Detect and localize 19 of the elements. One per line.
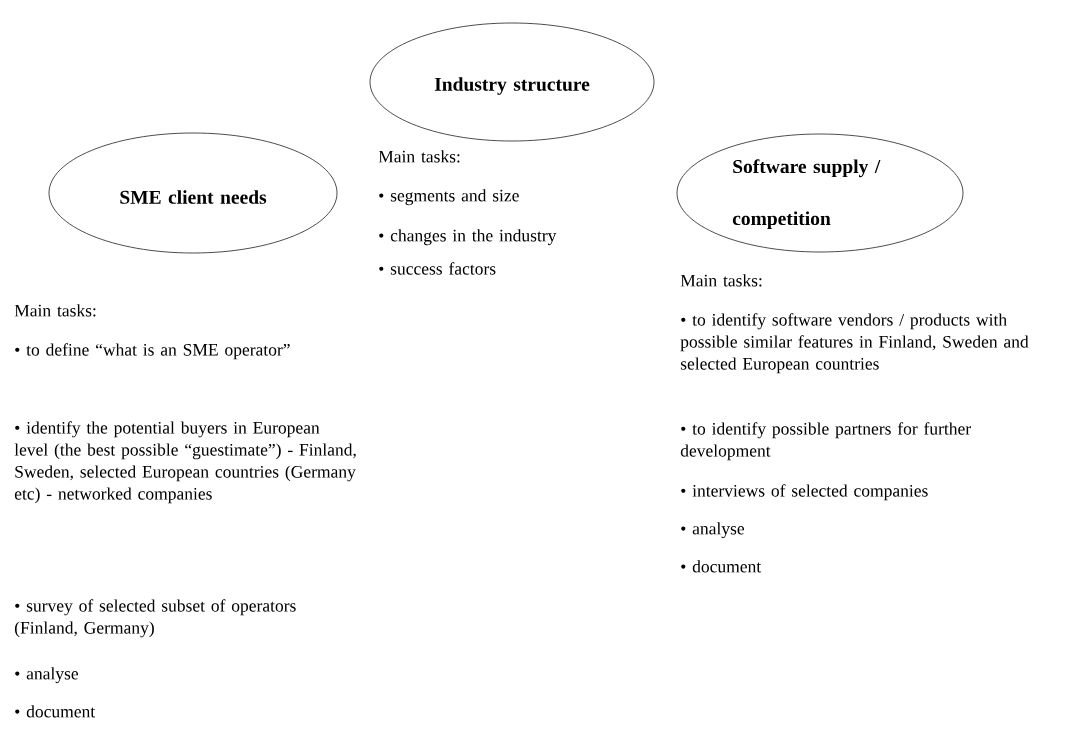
task-text: • identify the potential buyers in European level (the best possible “guestimate”) - Finland, Sweden, selected European countries (Germany etc) - networked companies [14,421,356,504]
task-text: • interviews of selected companies [681,484,928,501]
task-text: • survey of selected subset of operators (Finland, Germany) [14,599,296,638]
task-text: • document [15,705,96,718]
task-text: • analyse [681,522,745,539]
task-text: Main tasks: [14,304,96,317]
task-text: • analyse [15,667,79,684]
task-text: • success factors [379,262,496,275]
ellipse-node: Industry structure [369,22,655,142]
task-text: • segments and size [379,189,519,206]
task-text: • document [681,560,762,573]
task-text: Main tasks: [680,274,762,287]
task-text: • to define “what is an SME operator” [15,343,290,360]
task-text: • to identify possible partners for further development [680,422,971,461]
ellipse-node: Software supply / competition [676,133,964,253]
task-text: • to identify software vendors / products with possible similar features in Finland, Sweden and selected European countries [680,313,1029,374]
task-text: Main tasks: [378,150,460,163]
task-text: • changes in the industry [379,229,557,246]
ellipse-node: SME client needs [48,132,338,254]
